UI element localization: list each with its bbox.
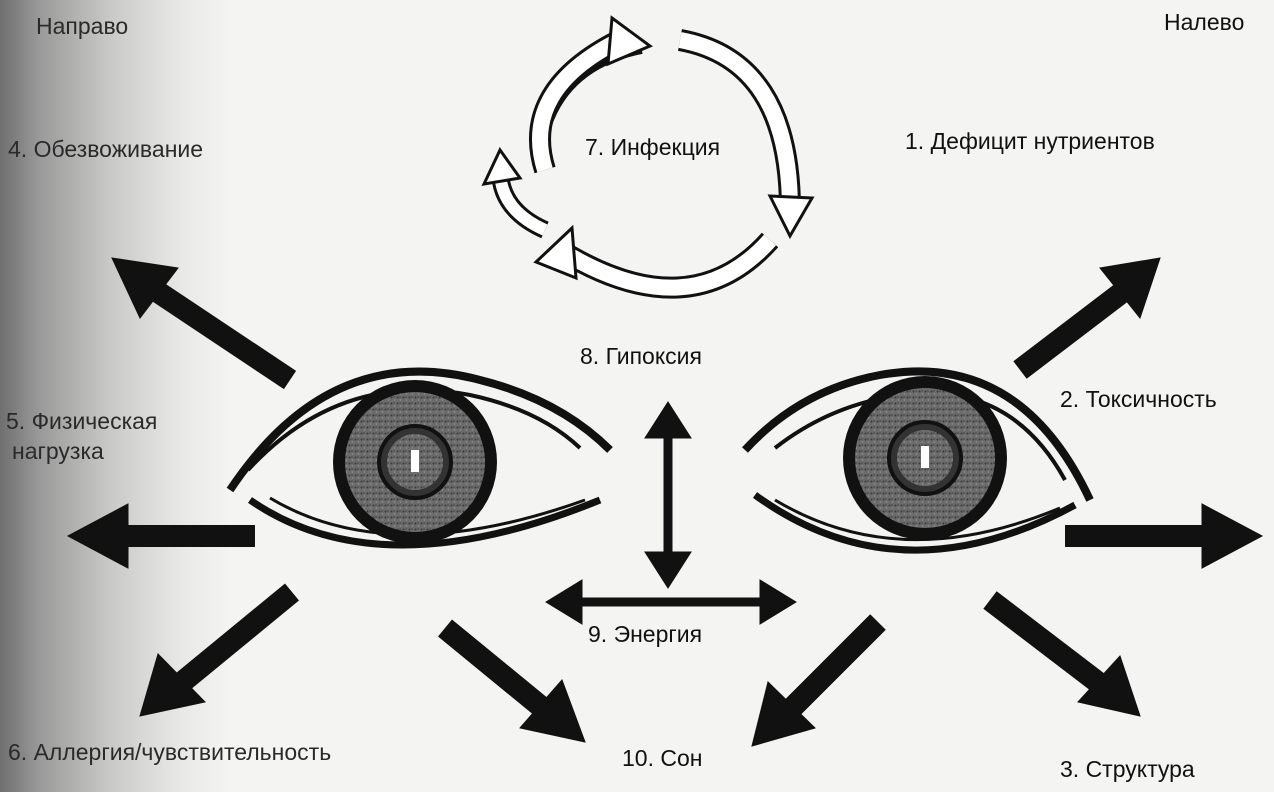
arrow-hypoxia-head-bottom [645,552,691,588]
label-factor-6: 6. Аллергия/чувствительность [8,738,331,766]
arrow-left-to-10-shaft [445,628,545,710]
straight-arrows [68,258,1262,746]
arrow-energy-head-left [546,580,582,624]
arrow-energy-head-right [760,580,796,624]
label-factor-10: 10. Сон [622,744,702,772]
arrow-to-2-head [1202,504,1262,568]
right-eye [745,371,1090,550]
left-eye-highlight [411,450,419,472]
label-factor-2: 2. Токсичность [1060,385,1217,413]
label-factor-8: 8. Гипоксия [580,342,702,370]
label-factor-7: 7. Инфекция [585,133,720,161]
arrow-to-3-shaft [990,600,1100,684]
label-factor-1: 1. Дефицит нутриентов [905,127,1155,155]
arrow-to-1-shaft [1020,290,1125,370]
arrow-hypoxia-head-top [645,402,691,438]
arrow-to-5-head [68,504,128,568]
cycle-arrowhead-top-right [770,196,812,236]
label-factor-3: 3. Структура [1060,755,1195,783]
arrow-to-6-shaft [180,592,292,684]
label-factor-9: 9. Энергия [588,620,702,648]
label-left-direction: Направо [36,12,128,40]
arrow-right-to-10-shaft [790,622,878,710]
left-eye [230,372,610,545]
label-factor-4: 4. Обезвоживание [8,135,203,163]
arrow-to-4-shaft [155,290,290,380]
label-factor-5-line1: 5. Физическая [6,407,157,435]
right-eye-highlight [921,446,929,468]
label-right-direction: Налево [1164,8,1244,36]
label-factor-5-line2: нагрузка [12,437,104,465]
cycle-arrowhead-left [484,150,520,184]
